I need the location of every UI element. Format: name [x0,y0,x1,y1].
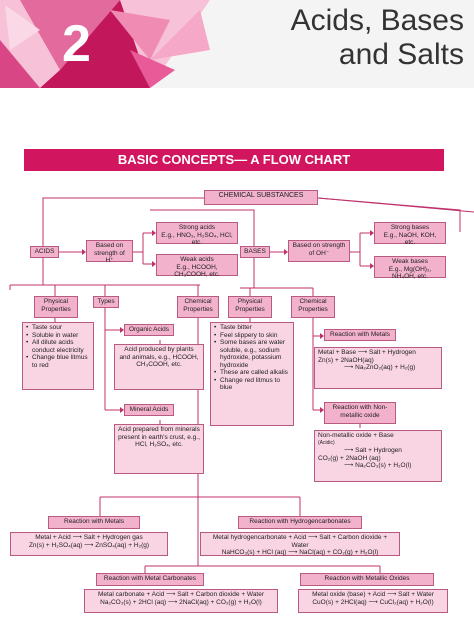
list-item: Taste bitter [214,324,290,332]
base-physical-list-box: Taste bitter Feel slippery to skin Some … [210,322,294,426]
organic-acids-desc-box: Acid produced by plants and animals, e.g… [114,344,204,390]
base-metals-equation-word: Metal + Base ⟶ Salt + Hydrogen [318,349,416,356]
acid-oxides-equation-word: Metal oxide (base) + Acid ⟶ Salt + Water [312,591,434,598]
base-reaction-nonmetal-box: Reaction with Non-metallic oxide [324,402,396,424]
organic-acids-description: Acid produced by plants and animals, e.g… [119,346,199,368]
chapter-title: Acids, Bases and Salts [291,4,464,72]
acid-reaction-metals-label: Reaction with Metals [64,518,124,525]
acid-reaction-hco3-box: Reaction with Hydrogencarbonates [238,516,362,529]
acid-physical-list-box: Taste sour Soluble in water All dilute a… [22,322,94,390]
section-banner: BASIC CONCEPTS— A FLOW CHART [24,149,444,171]
acid-reaction-oxides-eq-box: Metal oxide (base) + Acid ⟶ Salt + Water… [298,589,448,613]
chapter-title-line2: and Salts [338,38,464,71]
acid-types-box: Types [93,296,119,308]
acid-reaction-carbonates-label: Reaction with Metal Carbonates [103,575,197,582]
acid-metals-equation-word: Metal + Acid ⟶ Salt + Hydrogen gas [35,534,143,541]
base-reaction-metals-box: Reaction with Metals [324,329,396,341]
acid-reaction-metals-eq-box: Metal + Acid ⟶ Salt + Hydrogen gas Zn(s)… [10,532,168,556]
list-item: Taste sour [26,324,90,332]
list-item: Soluble in water [26,332,90,340]
base-strength-label: Based on strength of OH⁻ [292,242,346,257]
base-nonmetal-acidic-note: (Acidic) [318,439,335,446]
chemical-substances-label: CHEMICAL SUBSTANCES [218,192,304,199]
base-metals-equation-products: ⟶ Na₂ZnO₂(aq) + H₂(g) [344,364,416,371]
acid-hco3-equation-chemical: NaHCO₃(s) + HCl (aq) ⟶ NaCl(aq) + CO₂(g)… [221,549,379,556]
bases-label: BASES [244,248,266,255]
weak-bases-box: Weak bases E.g., Mg(OH)₂, NH₄OH, etc. [374,256,446,281]
weak-bases-example: E.g., Mg(OH)₂, NH₄OH, etc. [388,265,432,281]
acids-box: ACIDS [30,246,59,258]
weak-acids-example: E.g., HCOOH, CH₃COOH, etc. [174,263,220,279]
weak-acids-box: Weak acids E.g., HCOOH, CH₃COOH, etc. [156,254,238,279]
chapter-header: 2 Acids, Bases and Salts [0,0,474,88]
acid-reaction-hco3-label: Reaction with Hydrogencarbonates [249,518,351,525]
base-chemical-properties-label: Chemical Properties [298,298,328,313]
organic-acids-box: Organic Acids [124,324,174,336]
list-item: Feel slippery to skin [214,332,290,340]
organic-acids-label: Organic Acids [128,326,170,333]
list-item: These are called alkalis [214,369,290,377]
acids-label: ACIDS [34,248,55,255]
acid-metals-equation-chemical: Zn(s) + H₂SO₄(aq) ⟶ ZnSO₄(aq) + H₂(g) [28,541,150,549]
base-nonmetal-equation-products: ⟶ Na₂CO₃(s) + H₂O(l) [344,462,412,469]
mineral-acids-label: Mineral Acids [129,406,169,413]
acid-strength-label: Based on strength of H⁺ [94,242,125,264]
header-triangle-art [0,0,210,88]
acid-hco3-equation-word: Metal hydrogencarbonate + Acid ⟶ Salt + … [212,534,388,549]
chapter-number: 2 [62,15,91,73]
acid-physical-list: Taste sour Soluble in water All dilute a… [26,324,90,369]
mineral-acids-description: Acid prepared from minerals present in e… [118,426,200,448]
strong-acids-example: E.g., HNO₃, H₂SO₄, HCl, etc. [161,231,233,247]
banner-title: BASIC CONCEPTS— A FLOW CHART [117,152,351,167]
acid-physical-properties-box: Physical Properties [34,296,78,318]
acid-reaction-carbonates-eq-box: Metal carbonate + Acid ⟶ Salt + Carbon d… [84,589,278,613]
chemical-substances-box: CHEMICAL SUBSTANCES [204,190,318,205]
weak-acids-title: Weak acids [180,256,214,263]
weak-bases-title: Weak bases [392,258,428,265]
base-physical-list: Taste bitter Feel slippery to skin Some … [214,324,290,392]
acid-reaction-oxides-box: Reaction with Metallic Oxides [300,573,434,586]
strong-acids-title: Strong acids [178,224,216,231]
base-reaction-metals-eq-box: Metal + Base ⟶ Salt + Hydrogen Zn(s) + 2… [314,347,442,389]
base-nonmetal-equation-word: Non-metallic oxide + Base [318,432,394,439]
list-item: Change blue litmus to red [26,354,90,369]
base-physical-properties-label: Physical Properties [235,298,265,313]
base-nonmetal-equation-reactants: CO₂(g) + 2NaOH (aq) [318,454,381,462]
strong-bases-box: Strong bases E.g., NaOH, KOH, etc. [374,222,446,247]
base-reaction-nonmetal-label: Reaction with Non-metallic oxide [332,404,388,419]
acid-physical-properties-label: Physical Properties [41,298,71,313]
strong-bases-example: E.g., NaOH, KOH, etc. [383,231,437,247]
acid-carbonates-equation-word: Metal carbonate + Acid ⟶ Salt + Carbon d… [97,591,265,598]
acid-types-label: Types [97,298,115,305]
acid-reaction-carbonates-box: Reaction with Metal Carbonates [96,573,204,586]
acid-chemical-properties-label: Chemical Properties [183,298,213,313]
base-nonmetal-equation-word-products: ⟶ Salt + Hydrogen [344,447,402,454]
list-item: Change red litmus to blue [214,377,290,392]
base-physical-properties-box: Physical Properties [228,296,272,318]
mineral-acids-desc-box: Acid prepared from minerals present in e… [114,424,204,474]
list-item: Some bases are water soluble, e.g., sodi… [214,339,290,369]
acid-reaction-metals-box: Reaction with Metals [48,516,140,529]
bases-box: BASES [240,246,270,258]
base-metals-equation-reactants: Zn(s) + 2NaOH(aq) [318,356,374,364]
mineral-acids-box: Mineral Acids [124,404,174,416]
strong-bases-title: Strong bases [390,224,430,231]
acid-chemical-properties-box: Chemical Properties [177,296,219,318]
acid-carbonates-equation-chemical: Na₂CO₃(s) + 2HCl (aq) ⟶ 2NaCl(aq) + CO₂(… [100,598,262,606]
strong-acids-box: Strong acids E.g., HNO₃, H₂SO₄, HCl, etc… [156,222,238,247]
acid-oxides-equation-chemical: CuO(s) + 2HCl(aq) ⟶ CuCl₂(aq) + H₂O(l) [312,598,434,606]
list-item: All dilute acids conduct electricity [26,339,90,354]
base-chemical-properties-box: Chemical Properties [291,296,335,318]
chapter-title-line1: Acids, Bases [290,4,464,37]
acid-reaction-hco3-eq-box: Metal hydrogencarbonate + Acid ⟶ Salt + … [200,532,400,556]
base-reaction-metals-label: Reaction with Metals [330,331,390,338]
acid-strength-box: Based on strength of H⁺ [86,240,133,264]
base-strength-box: Based on strength of OH⁻ [288,240,350,262]
acid-reaction-oxides-label: Reaction with Metallic Oxides [324,575,410,582]
base-reaction-nonmetal-eq-box: Non-metallic oxide + Base (Acidic) ⟶ Sal… [314,430,442,482]
